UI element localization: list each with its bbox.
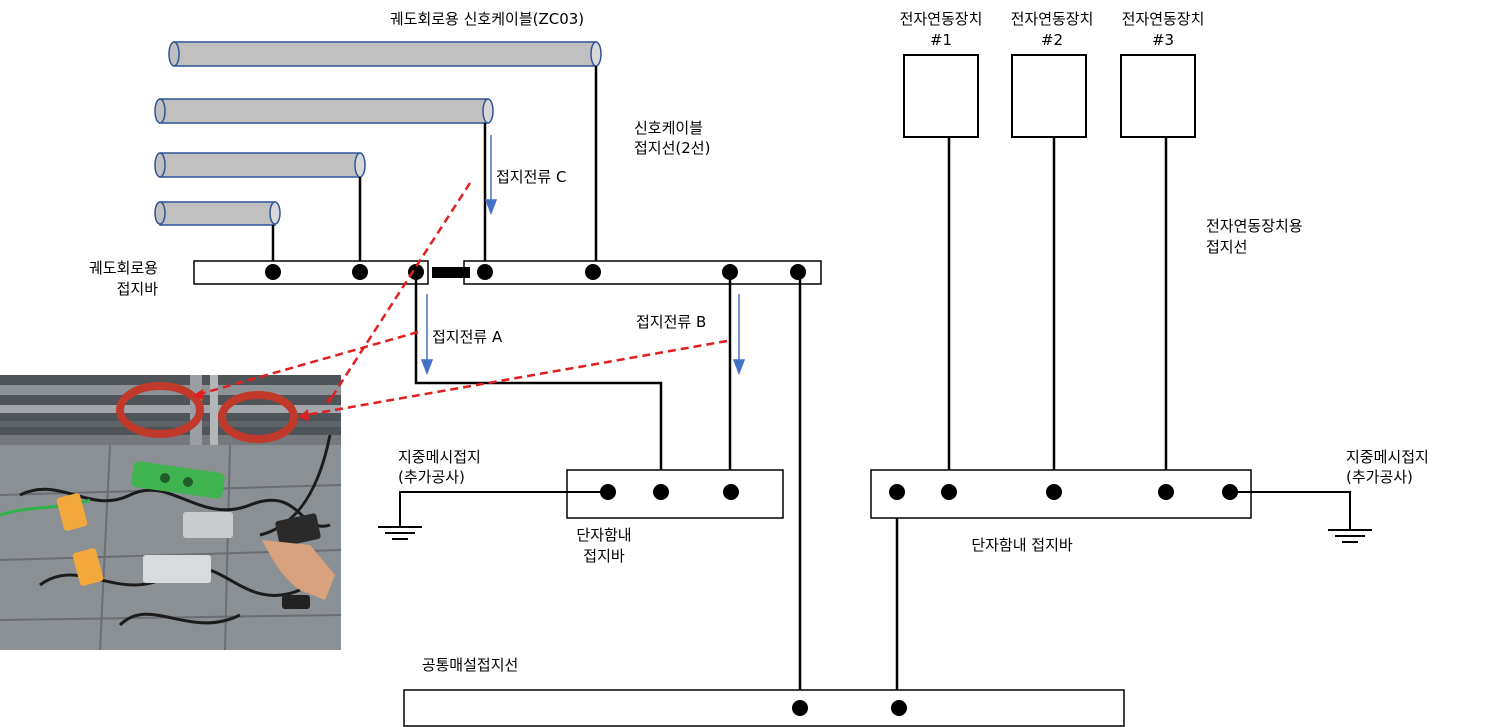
ground-bar-link (432, 267, 470, 278)
current-a-label: 접지전류 A (432, 328, 503, 346)
interlocking-device-1 (903, 54, 979, 138)
current-arrows (420, 135, 746, 376)
mesh-ground-left-label-line1: 지중메시접지 (398, 448, 481, 466)
interlocking-3-label-line1: 전자연동장치 (1122, 10, 1205, 28)
photo-pointers (199, 182, 728, 417)
track-bar-down-wires (414, 272, 802, 708)
ground-symbol-right (1230, 491, 1372, 543)
mesh-ground-left-label-line2: (추가공사) (398, 468, 465, 486)
interlocking-ground-label-line1: 전자연동장치용 (1206, 217, 1303, 235)
signal-cable-2 (154, 98, 494, 124)
pointer-heads (192, 389, 336, 421)
interlocking-3-label-line2: #3 (1152, 31, 1174, 49)
interlocking-2-label-line1: 전자연동장치 (1011, 10, 1094, 28)
interlocking-device-3 (1120, 54, 1196, 138)
track-ground-bar-right (463, 260, 822, 285)
terminal-bar-left-label-line1: 단자함내 (576, 526, 631, 544)
signal-cable-4 (154, 201, 281, 226)
terminal-bar-right-label: 단자함내 접지바 (971, 536, 1073, 554)
track-ground-bar-label-line2: 접지바 (117, 280, 159, 298)
signal-cable-3 (154, 152, 366, 178)
interlocking-ground-wires (895, 137, 1168, 708)
signal-cable-ground-label-line1: 신호케이블 (634, 119, 703, 137)
current-b-label: 접지전류 B (636, 313, 706, 331)
terminal-box-ground-bar-left (566, 469, 784, 519)
interlocking-1-label-line2: #1 (930, 31, 952, 49)
interlocking-2-label-line2: #2 (1041, 31, 1063, 49)
common-ground-terminals (792, 700, 907, 716)
interlocking-ground-label-line2: 접지선 (1206, 238, 1247, 256)
common-ground-label: 공통매설접지선 (422, 656, 519, 674)
current-c-label: 접지전류 C (496, 168, 566, 186)
measurement-photo (0, 375, 341, 650)
mesh-ground-right-label-line2: (추가공사) (1346, 468, 1413, 486)
interlocking-device-2 (1011, 54, 1087, 138)
signal-cable-1 (168, 41, 602, 67)
signal-cable-label: 궤도회로용 신호케이블(ZC03) (390, 10, 584, 28)
common-buried-ground-bar (403, 689, 1125, 727)
ground-symbol-left (378, 491, 608, 540)
track-ground-bar-left (193, 260, 429, 285)
measurement-photo-graphic (0, 375, 341, 650)
track-ground-bar-label-line1: 궤도회로용 (89, 259, 158, 277)
signal-cable-ground-label-line2: 접지선(2선) (634, 139, 710, 157)
interlocking-1-label-line1: 전자연동장치 (900, 10, 983, 28)
cable-ground-wires (271, 66, 598, 272)
terminal-bar-left-label-line2: 접지바 (583, 547, 625, 565)
mesh-ground-right-label-line1: 지중메시접지 (1346, 448, 1429, 466)
track-bar-terminals (265, 264, 806, 280)
